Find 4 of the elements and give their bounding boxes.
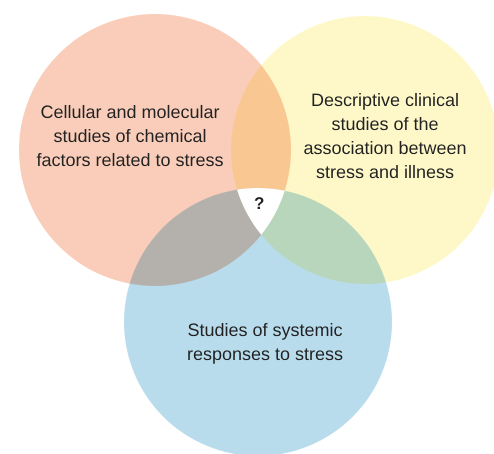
circle-text: Cellular and molecular studies of chemical factors related to stress: [35, 101, 225, 172]
circle-text: Studies of systemic responses to stress: [186, 319, 344, 366]
circle-text: Descriptive clinical studies of the association between stress and illness: [302, 89, 468, 184]
question-mark: ?: [254, 194, 264, 214]
